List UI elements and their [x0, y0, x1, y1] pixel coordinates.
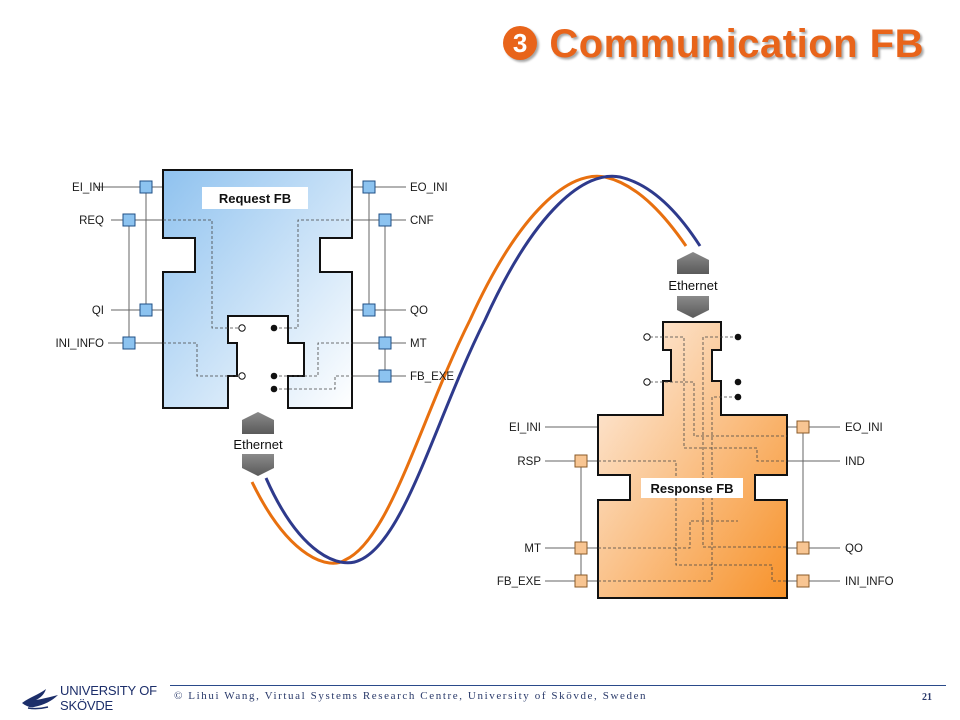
request-port-fb-exe: FB_EXE [410, 371, 454, 383]
response-fb-title: Response FB [650, 481, 733, 496]
bird-icon [22, 689, 58, 710]
footer-copyright: © Lihui Wang, Virtual Systems Research C… [174, 690, 648, 702]
response-port-fb-exe: FB_EXE [497, 576, 541, 588]
request-port-qo: QO [410, 305, 428, 317]
response-port-mt: MT [524, 543, 541, 555]
logo-line-2: SKÖVDE [60, 698, 113, 713]
footer-divider [170, 685, 946, 686]
ethernet-label-left: Ethernet [233, 437, 283, 452]
response-fb-body [597, 321, 788, 599]
response-port-ini-info: INI_INFO [845, 576, 894, 588]
request-port-cnf: CNF [410, 215, 434, 227]
slide-title: 3 Communication FB [503, 22, 924, 67]
request-port-eo-ini: EO_INI [410, 182, 448, 194]
request-port-ei-ini: EI_INI [72, 182, 104, 194]
ethernet-label-right: Ethernet [668, 278, 718, 293]
ethernet-connector-left: Ethernet [233, 412, 283, 476]
page-number: 21 [922, 692, 932, 703]
response-port-eo-ini: EO_INI [845, 422, 883, 434]
response-port-ei-ini: EI_INI [509, 422, 541, 434]
request-fb: Request FB EI_INI REQ QI INI_INFO EO_INI… [55, 169, 454, 409]
request-port-ini-info: INI_INFO [55, 338, 104, 350]
request-port-qi: QI [92, 305, 104, 317]
title-text: Communication FB [549, 22, 924, 66]
logo-line-1: UNIVERSITY OF [60, 683, 157, 698]
communication-diagram: Request FB EI_INI REQ QI INI_INFO EO_INI… [55, 169, 894, 599]
request-port-mt: MT [410, 338, 427, 350]
request-fb-title-box [202, 187, 308, 209]
cable-blue [264, 174, 702, 565]
response-port-qo: QO [845, 543, 863, 555]
ethernet-connector-right: Ethernet [668, 252, 718, 318]
university-logo: UNIVERSITY OF SKÖVDE [20, 683, 170, 715]
response-port-rsp: RSP [517, 456, 541, 468]
request-fb-title: Request FB [219, 191, 291, 206]
request-port-req: REQ [79, 215, 104, 227]
response-port-ind: IND [845, 456, 865, 468]
cable-orange [250, 174, 688, 565]
title-number-badge: 3 [503, 26, 538, 60]
response-fb-title-box [641, 478, 743, 498]
response-fb: Response FB EI_INI RSP MT FB_EXE EO_INI … [497, 321, 894, 599]
ethernet-cables [250, 174, 702, 565]
request-fb-body [162, 169, 353, 409]
